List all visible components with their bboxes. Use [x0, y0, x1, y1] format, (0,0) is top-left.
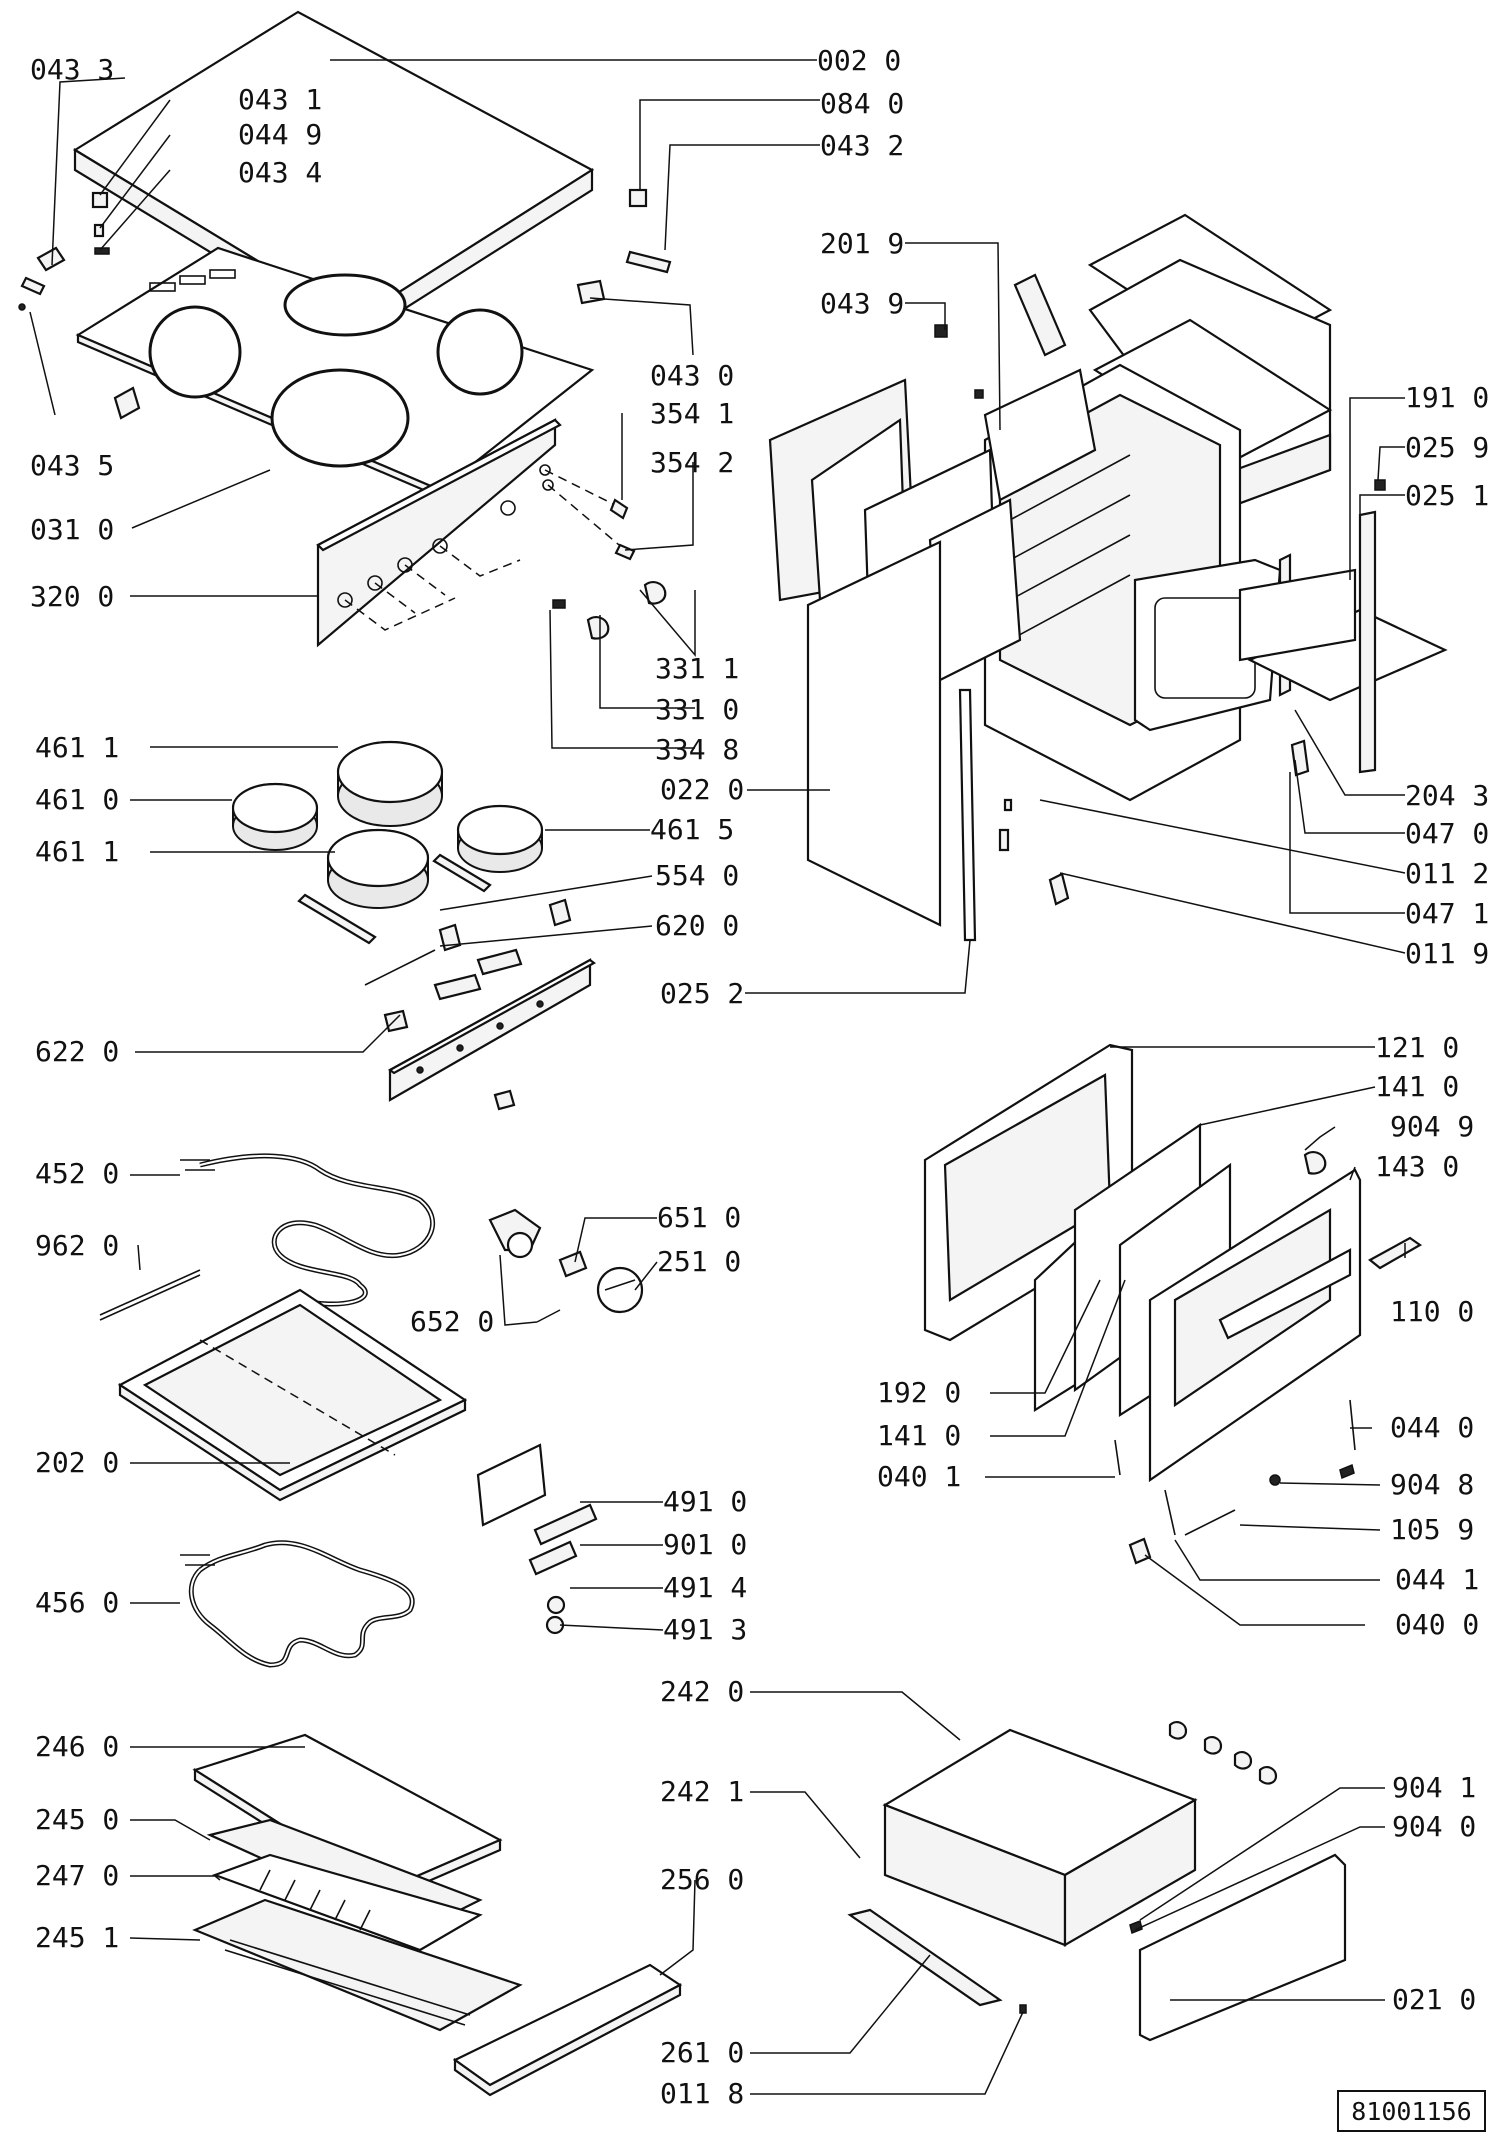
part-label: 201 9 [820, 227, 905, 260]
part-label: 245 1 [35, 1921, 120, 1954]
part-label: 904 1 [1392, 1771, 1477, 1804]
hob-small-parts [18, 188, 672, 420]
part-label: 141 0 [1375, 1070, 1460, 1103]
part-label: 904 0 [1392, 1810, 1477, 1843]
oven-cabinet [768, 213, 1448, 942]
part-label: 043 2 [820, 129, 905, 162]
part-label: 044 1 [1395, 1563, 1480, 1596]
bottom-element [180, 1540, 415, 1668]
part-label: 044 0 [1390, 1411, 1475, 1444]
part-label: 354 1 [650, 397, 735, 430]
part-label: 043 0 [650, 359, 735, 392]
part-label: 461 5 [650, 813, 735, 846]
part-label: 043 9 [820, 287, 905, 320]
part-label: 491 3 [663, 1613, 748, 1646]
part-label: 245 0 [35, 1803, 120, 1836]
part-label: 251 0 [657, 1245, 742, 1278]
part-label: 461 0 [35, 783, 120, 816]
part-label: 202 0 [35, 1446, 120, 1479]
part-label: 622 0 [35, 1035, 120, 1068]
part-label: 043 1 [238, 83, 323, 116]
part-label: 047 0 [1405, 817, 1490, 850]
part-label: 043 5 [30, 449, 115, 482]
part-label: 040 0 [1395, 1608, 1480, 1641]
part-label: 121 0 [1375, 1031, 1460, 1064]
part-label: 011 8 [660, 2077, 745, 2110]
part-label: 461 1 [35, 731, 120, 764]
part-label: 022 0 [660, 773, 745, 806]
terminal-block-parts [476, 1443, 598, 1635]
part-label: 011 9 [1405, 937, 1490, 970]
part-label: 031 0 [30, 513, 115, 546]
part-label: 334 8 [655, 733, 740, 766]
part-label: 554 0 [655, 859, 740, 892]
part-label: 246 0 [35, 1730, 120, 1763]
leader-lines [29, 59, 1406, 2095]
part-label: 143 0 [1375, 1150, 1460, 1183]
part-label: 105 9 [1390, 1513, 1475, 1546]
lamp-assembly [488, 1208, 644, 1314]
part-label: 620 0 [655, 909, 740, 942]
part-label: 043 3 [30, 53, 115, 86]
part-label: 331 1 [655, 652, 740, 685]
part-label: 901 0 [663, 1528, 748, 1561]
part-label: 204 3 [1405, 779, 1490, 812]
part-label: 354 2 [650, 446, 735, 479]
part-label: 025 1 [1405, 479, 1490, 512]
part-label: 047 1 [1405, 897, 1490, 930]
part-label: 651 0 [657, 1201, 742, 1234]
part-label: 261 0 [660, 2036, 745, 2069]
part-label: 191 0 [1405, 381, 1490, 414]
part-label: 331 0 [655, 693, 740, 726]
part-label: 002 0 [817, 44, 902, 77]
part-label: 025 9 [1405, 431, 1490, 464]
part-label: 256 0 [660, 1863, 745, 1896]
part-label: 452 0 [35, 1157, 120, 1190]
knobs-and-switches [552, 498, 667, 640]
part-label: 040 1 [877, 1460, 962, 1493]
hotplates [231, 740, 544, 945]
part-label: 491 0 [663, 1485, 748, 1518]
grill-element [99, 1153, 435, 1321]
part-label: 320 0 [30, 580, 115, 613]
part-label: 904 9 [1390, 1110, 1475, 1143]
storage-drawer [847, 1721, 1347, 2042]
part-label: 247 0 [35, 1859, 120, 1892]
part-label: 461 1 [35, 835, 120, 868]
part-label: 021 0 [1392, 1983, 1477, 2016]
control-panel [316, 418, 626, 648]
part-label: 192 0 [877, 1376, 962, 1409]
part-label: 242 0 [660, 1675, 745, 1708]
part-label: 044 9 [238, 118, 323, 151]
part-label: 962 0 [35, 1229, 120, 1262]
oven-tray [117, 1288, 468, 1502]
baking-trays [192, 1733, 683, 2097]
oven-door-assembly [923, 1043, 1423, 1565]
part-label: 084 0 [820, 87, 905, 120]
part-label: 141 0 [877, 1419, 962, 1452]
part-label: 242 1 [660, 1775, 745, 1808]
part-label: 491 4 [663, 1571, 748, 1604]
part-label: 025 2 [660, 977, 745, 1010]
part-label: 904 8 [1390, 1468, 1475, 1501]
switch-bracket-assembly [364, 898, 597, 1111]
part-label: 110 0 [1390, 1295, 1475, 1328]
part-label: 011 2 [1405, 857, 1490, 890]
part-label: 043 4 [238, 156, 323, 189]
part-label: 652 0 [410, 1305, 495, 1338]
hob-plate [75, 246, 595, 499]
document-number: 81001156 [1337, 2090, 1486, 2132]
part-label: 456 0 [35, 1586, 120, 1619]
